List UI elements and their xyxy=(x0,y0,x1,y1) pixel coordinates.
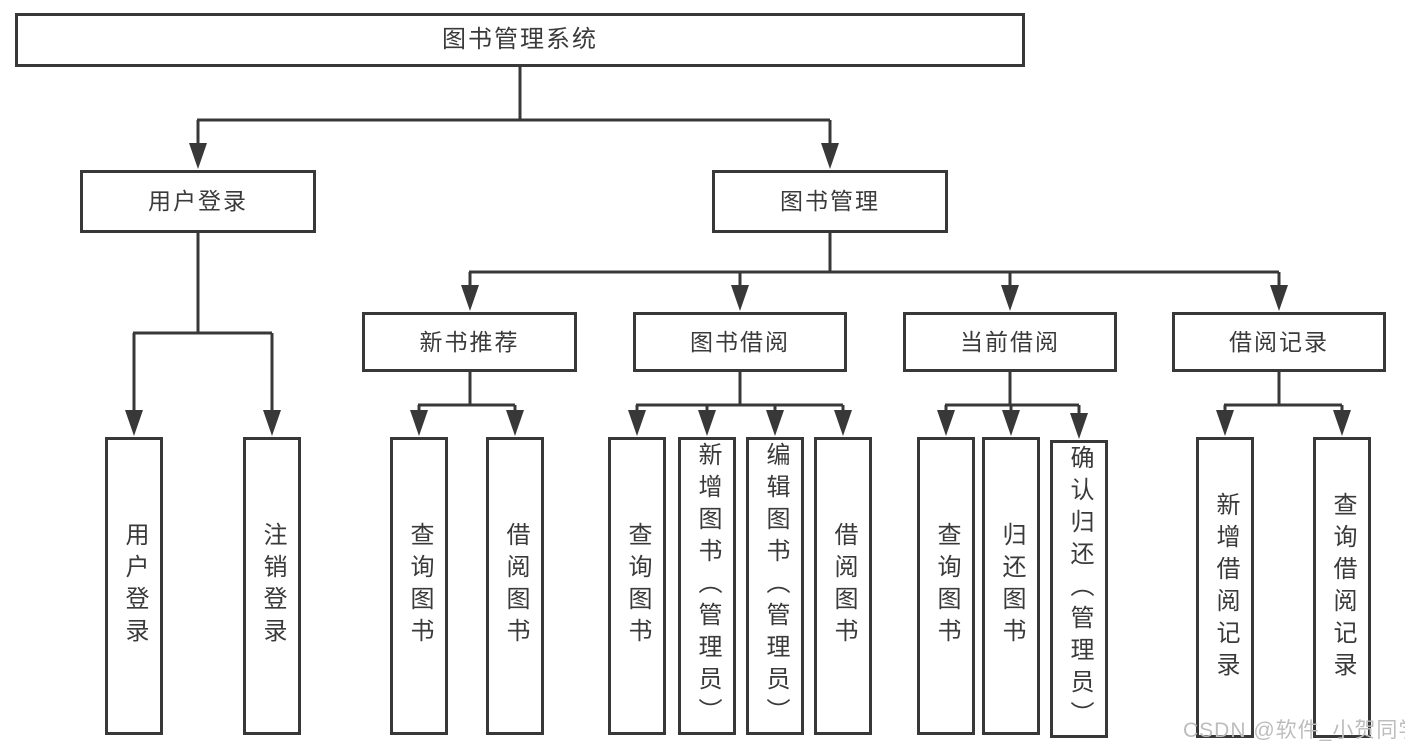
arrow-leaf-add-record xyxy=(1216,410,1234,436)
arrow-leaf-borrow-books-2 xyxy=(834,410,852,436)
arrow-leaf-query-record xyxy=(1333,410,1351,436)
edge-user-login-to-leaves xyxy=(132,233,274,413)
arrow-book-borrow xyxy=(731,285,749,311)
arrow-leaf-query-books-1 xyxy=(410,410,428,436)
arrowheads xyxy=(125,143,1351,439)
arrow-leaf-return-books xyxy=(1002,410,1020,436)
arrow-current-borrow xyxy=(1001,285,1019,311)
node-current-borrow: 当前借阅 xyxy=(903,312,1117,372)
arrow-leaf-logout xyxy=(263,410,281,436)
leaf-confirm-return-admin: 确认归还（管理员） xyxy=(1050,440,1108,738)
leaf-return-books: 归还图书 xyxy=(982,437,1040,735)
arrow-leaf-query-books-2 xyxy=(628,410,646,436)
leaf-query-books-2: 查询图书 xyxy=(608,437,666,735)
edge-borrow-records-to-leaves xyxy=(1223,372,1344,413)
arrow-leaf-user-login xyxy=(125,410,143,436)
leaf-borrow-books-2: 借阅图书 xyxy=(814,437,872,735)
leaf-query-books-3: 查询图书 xyxy=(917,437,975,735)
arrow-leaf-confirm-return xyxy=(1070,413,1088,439)
edge-new-book-to-leaves xyxy=(417,372,517,413)
leaf-add-books-admin: 新增图书（管理员） xyxy=(678,437,736,735)
arrow-borrow-records xyxy=(1270,285,1288,311)
arrow-book-management xyxy=(821,143,839,169)
node-user-login: 用户登录 xyxy=(80,170,316,233)
edge-current-borrow-to-leaves xyxy=(944,372,1081,416)
leaf-edit-books-admin: 编辑图书（管理员） xyxy=(746,437,804,735)
arrow-new-book-recommend xyxy=(461,285,479,311)
arrow-leaf-add-books xyxy=(698,410,716,436)
leaf-add-borrow-record: 新增借阅记录 xyxy=(1196,437,1254,738)
leaf-user-login: 用户登录 xyxy=(105,437,163,735)
edge-book-management-to-level3 xyxy=(468,233,1281,288)
leaf-logout: 注销登录 xyxy=(243,437,301,735)
leaf-query-borrow-record: 查询借阅记录 xyxy=(1313,437,1371,738)
node-new-book-recommend: 新书推荐 xyxy=(362,312,577,372)
arrow-leaf-edit-books xyxy=(766,410,784,436)
arrow-leaf-borrow-books-1 xyxy=(506,410,524,436)
node-borrow-records: 借阅记录 xyxy=(1172,312,1386,372)
node-book-management: 图书管理 xyxy=(712,170,948,233)
arrow-user-login xyxy=(189,143,207,169)
node-book-borrow: 图书借阅 xyxy=(633,312,847,372)
node-root: 图书管理系统 xyxy=(15,13,1025,67)
edge-book-borrow-to-leaves xyxy=(635,372,845,413)
arrow-leaf-query-books-3 xyxy=(937,410,955,436)
leaf-query-books-1: 查询图书 xyxy=(390,437,448,735)
leaf-borrow-books-1: 借阅图书 xyxy=(486,437,544,735)
edge-root-to-level2 xyxy=(196,67,832,146)
